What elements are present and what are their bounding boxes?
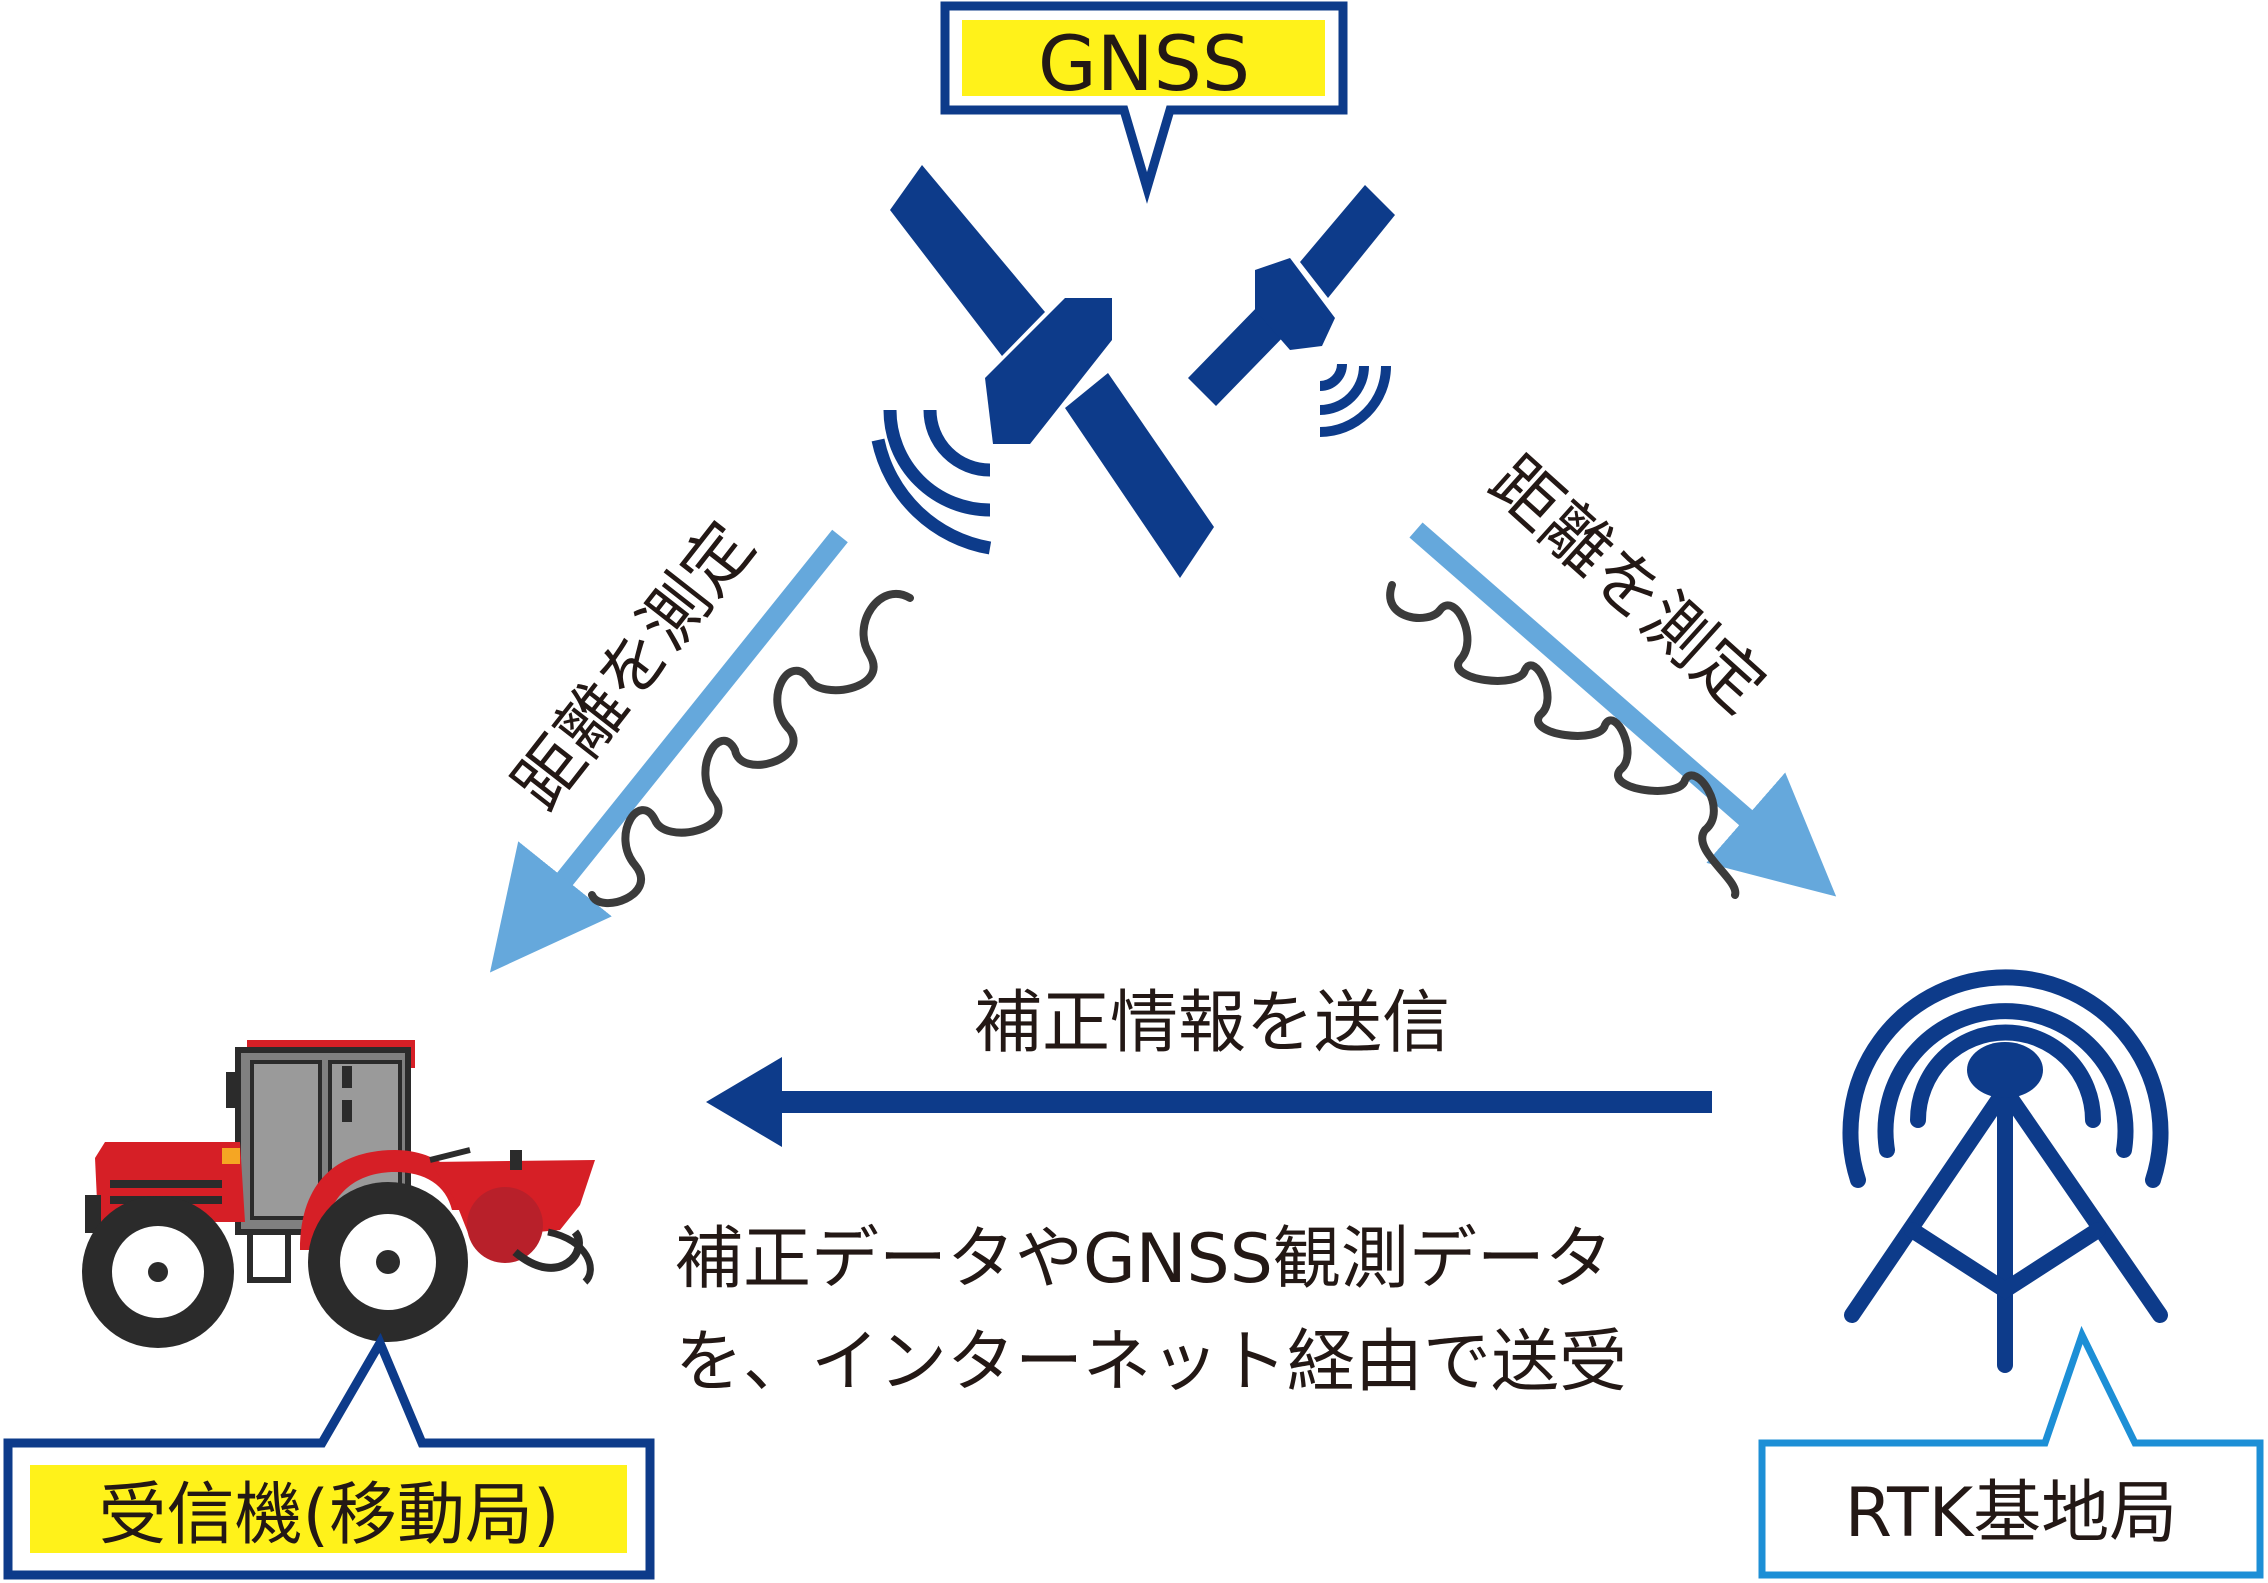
right-measure-edge: 距離を測定 xyxy=(1386,442,1837,899)
satellite-icon xyxy=(890,165,1214,578)
gnss-label: GNSS xyxy=(1038,19,1250,108)
note-line-1: 補正データやGNSS観測データ xyxy=(675,1220,1613,1299)
satellite-icon-small xyxy=(1188,185,1395,406)
receiver-callout: 受信機(移動局) xyxy=(3,1332,655,1580)
signal-waves-icon-small xyxy=(1319,363,1391,437)
base-station-callout: RTK基地局 xyxy=(1758,1325,2264,1579)
note-text: 補正データやGNSS観測データ を、インターネット経由で送受 xyxy=(675,1220,1627,1402)
gnss-callout: GNSS xyxy=(940,1,1348,204)
receiver-label: 受信機(移動局) xyxy=(98,1476,559,1555)
tractor-icon xyxy=(82,1040,595,1348)
send-correction-label: 補正情報を送信 xyxy=(974,984,1450,1063)
right-arrow xyxy=(1409,522,1837,897)
radio-tower-icon xyxy=(1842,969,2169,1373)
right-signal-wave xyxy=(1386,581,1740,899)
correction-arrow-head xyxy=(706,1057,782,1147)
left-measure-edge: 距離を測定 xyxy=(489,508,914,973)
base-station-label: RTK基地局 xyxy=(1845,1474,2177,1553)
left-signal-wave xyxy=(588,589,914,907)
note-line-2: を、インターネット経由で送受 xyxy=(675,1323,1627,1402)
signal-waves-icon xyxy=(871,409,992,555)
correction-edge: 補正情報を送信 xyxy=(706,984,1712,1147)
left-arrow xyxy=(489,529,848,973)
right-measure-label: 距離を測定 xyxy=(1474,442,1780,728)
